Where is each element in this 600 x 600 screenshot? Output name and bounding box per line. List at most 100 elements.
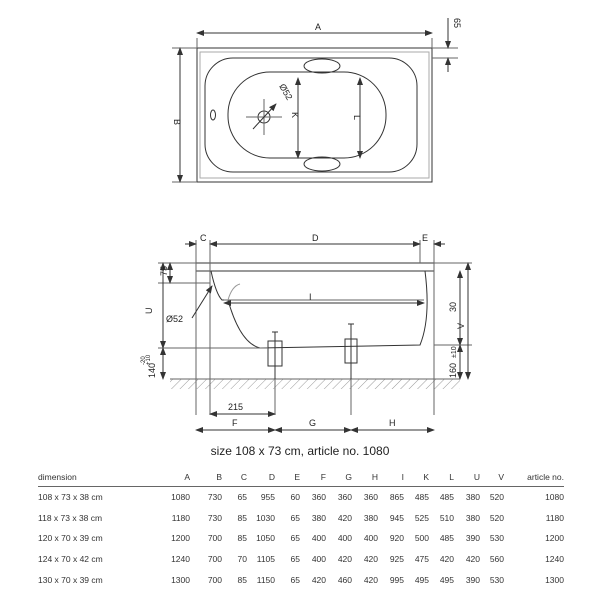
table-cell: 700 [207,574,222,585]
table-cell: 460 [337,574,352,585]
table-cell: 1240 [545,554,564,565]
table-cell: 65 [290,554,300,565]
dim-140-tolerance-minus: -20 [141,356,147,365]
table-cell: 400 [363,533,378,544]
table-cell: 1105 [256,554,275,565]
table-cell: 360 [311,492,326,503]
dim-215-label: 215 [228,402,243,412]
table-cell: 380 [465,492,480,503]
dim-L-label: L [352,115,362,120]
table-cell: 1180 [171,512,190,523]
table-cell: 520 [489,492,504,503]
dim-A-label: A [315,22,321,32]
table-cell: 1240 [171,554,190,565]
tub-bottom-outline [227,71,387,159]
table-cell: 380 [465,512,480,523]
table-cell: 530 [489,533,504,544]
table-cell: 995 [389,574,404,585]
overflow-icon [210,109,216,121]
table-row: 120 x 70 x 39 cm 1200 700 85 1050 65 400 400 400… [38,528,564,549]
table-cell: 380 [311,512,326,523]
table-cell: 65 [237,492,247,503]
table-cell: 420 [337,554,352,565]
dim-U-label: U [144,308,154,315]
dim-140-tolerance: +10 [146,354,152,365]
table-cell: 1200 [545,533,564,544]
table-header-f: F [320,472,326,482]
table-cell: 420 [363,574,378,585]
dim-H-label: H [389,418,396,428]
dim-65-label: 65 [452,18,462,28]
handle-top [303,58,341,74]
table-cell: 85 [237,512,247,523]
table-cell: 730 [207,492,222,503]
table-header-u: U [473,472,480,482]
table-cell: 130 x 70 x 39 cm [38,574,103,585]
table-cell: 118 x 73 x 38 cm [38,512,103,523]
dim-160-label: 160 [448,363,458,378]
floor-hatch [170,379,460,389]
table-cell: 945 [389,512,404,523]
table-cell: 120 x 70 x 39 cm [38,533,103,544]
dim-B-label: B [172,119,182,125]
table-cell: 525 [414,512,429,523]
table-header-d: D [268,472,275,482]
table-cell: 420 [465,554,480,565]
table-cell: 420 [311,574,326,585]
table-divider [38,486,564,487]
table-cell: 65 [290,533,300,544]
table-cell: 420 [439,554,454,565]
table-cell: 1180 [545,512,564,523]
table-header-i: I [401,472,404,482]
drain-diameter-side-label: Ø52 [166,314,183,324]
table-cell: 400 [337,533,352,544]
table-header-g: G [345,472,352,482]
tub-outer-rim [196,47,433,183]
table-cell: 360 [363,492,378,503]
dim-I-label: I [309,292,312,302]
table-cell: 955 [260,492,275,503]
dim-30-label: 30 [448,302,458,312]
tub-body [210,270,428,349]
table-header-c: C [240,472,247,482]
table-header-e: E [294,472,300,482]
table-header-l: L [449,472,454,482]
table-header-b: B [216,472,222,482]
table-cell: 495 [414,574,429,585]
table-cell: 510 [439,512,454,523]
handle-bottom [303,156,341,172]
table-header-v: V [498,472,504,482]
table-cell: 70 [237,554,247,565]
table-cell: 1050 [256,533,275,544]
table-cell: 475 [414,554,429,565]
table-cell: 730 [207,512,222,523]
dim-K-label: K [290,112,300,118]
table-cell: 360 [337,492,352,503]
table-cell: 530 [489,574,504,585]
table-cell: 420 [337,512,352,523]
table-cell: 700 [207,533,222,544]
table-header-article-no: article no. [527,472,564,482]
table-cell: 920 [389,533,404,544]
dim-C-label: C [200,233,207,243]
top-view [172,18,458,183]
drain-diameter-label: Ø52 [277,82,294,102]
tol-140-plus: +10 [146,354,152,365]
table-cell: 1300 [545,574,564,585]
table-cell: 60 [290,492,300,503]
table-cell: 1150 [256,574,275,585]
table-cell: 108 x 73 x 38 cm [38,492,103,503]
table-cell: 1200 [171,533,190,544]
table-header-a: A [184,472,190,482]
table-cell: 85 [237,533,247,544]
dim-D-label: D [312,233,319,243]
table-cell: 400 [311,533,326,544]
table-cell: 520 [489,512,504,523]
table-cell: 485 [439,533,454,544]
dim-V-label: V [456,323,466,329]
